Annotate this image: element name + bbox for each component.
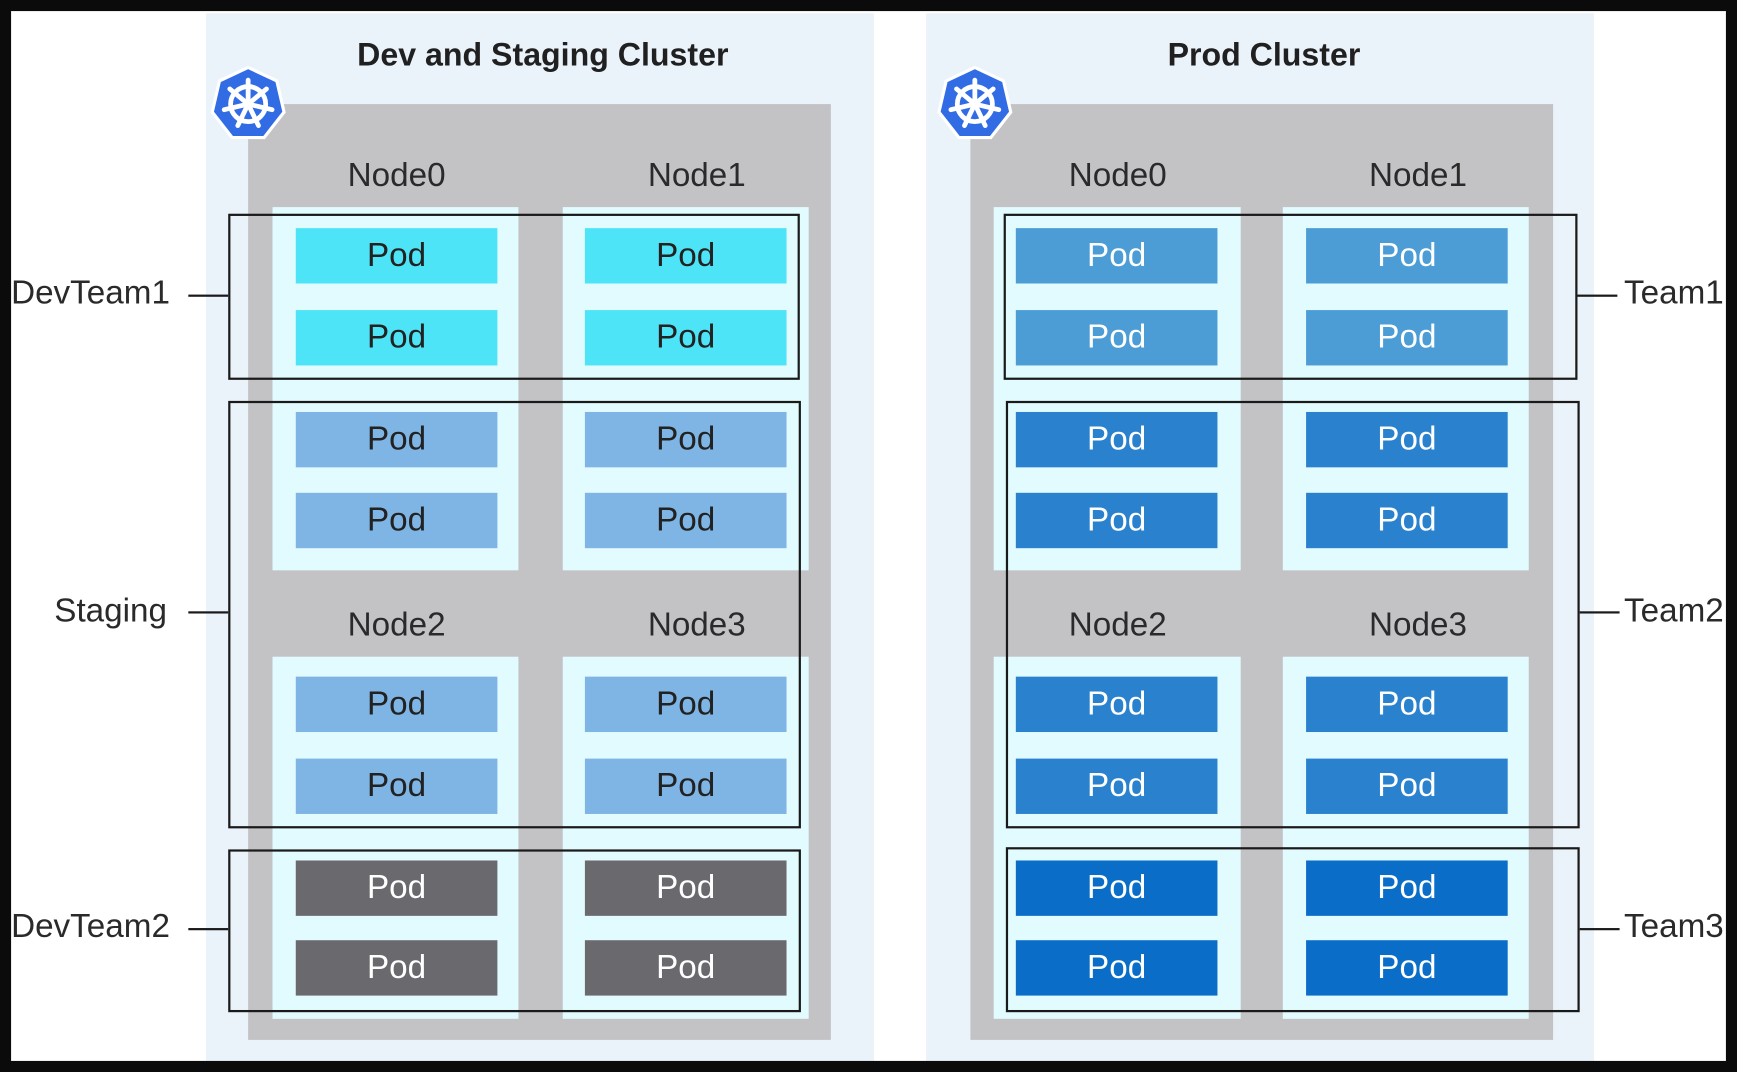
pod: Pod xyxy=(295,676,498,733)
node-label: Node2 xyxy=(347,606,446,644)
pod: Pod xyxy=(584,228,787,284)
pod: Pod xyxy=(1015,676,1218,733)
pod: Pod xyxy=(1015,492,1218,549)
pod: Pod xyxy=(1306,310,1508,366)
pod: Pod xyxy=(1015,411,1218,468)
group-connector xyxy=(1579,611,1620,614)
prod-cluster-title: Prod Cluster xyxy=(1167,37,1361,74)
kubernetes-helm-icon xyxy=(210,65,286,140)
group-label-team1: Team1 xyxy=(1624,274,1724,312)
group-connector xyxy=(1577,294,1618,297)
pod: Pod xyxy=(584,310,787,366)
pod: Pod xyxy=(1306,758,1508,814)
group-connector xyxy=(188,294,229,297)
node-label: Node3 xyxy=(647,606,746,644)
pod: Pod xyxy=(1015,758,1218,814)
pod: Pod xyxy=(584,860,787,916)
pod: Pod xyxy=(1015,860,1218,916)
pod: Pod xyxy=(295,411,498,468)
group-connector xyxy=(188,611,229,614)
node-label: Node0 xyxy=(347,157,446,194)
pod: Pod xyxy=(1306,411,1508,468)
team1-group-box xyxy=(1003,213,1578,380)
pod: Pod xyxy=(584,758,787,814)
pod: Pod xyxy=(1306,228,1508,284)
pod: Pod xyxy=(584,492,787,549)
node-label: Node1 xyxy=(1368,157,1467,194)
group-label-devteam1: DevTeam1 xyxy=(11,274,170,312)
node-label: Node1 xyxy=(647,157,746,194)
pod: Pod xyxy=(1306,860,1508,916)
group-label-staging: Staging xyxy=(54,592,167,630)
node-label: Node3 xyxy=(1368,606,1467,644)
pod: Pod xyxy=(295,492,498,549)
staging-group-box xyxy=(228,400,801,829)
group-label-team3: Team3 xyxy=(1624,908,1724,945)
pod: Pod xyxy=(1306,492,1508,549)
pod: Pod xyxy=(1015,940,1218,996)
pod: Pod xyxy=(1306,940,1508,996)
pod: Pod xyxy=(584,676,787,733)
team2-group-box xyxy=(1005,400,1580,829)
pod: Pod xyxy=(584,411,787,468)
dev-staging-cluster-title: Dev and Staging Cluster xyxy=(357,37,729,74)
node-label: Node0 xyxy=(1068,157,1167,194)
node-label: Node2 xyxy=(1068,606,1167,644)
pod: Pod xyxy=(1306,676,1508,733)
group-label-devteam2: DevTeam2 xyxy=(11,908,170,945)
devteam2-group-box xyxy=(228,849,801,1013)
kubernetes-helm-icon xyxy=(937,65,1013,140)
pod: Pod xyxy=(295,228,498,284)
pod: Pod xyxy=(295,310,498,366)
group-connector xyxy=(1579,928,1620,931)
group-connector xyxy=(188,928,229,931)
pod: Pod xyxy=(295,860,498,916)
team3-group-box xyxy=(1005,847,1580,1013)
pod: Pod xyxy=(1015,310,1218,366)
devteam1-group-box xyxy=(228,213,800,380)
pod: Pod xyxy=(584,940,787,996)
pod: Pod xyxy=(295,940,498,996)
pod: Pod xyxy=(295,758,498,814)
pod: Pod xyxy=(1015,228,1218,284)
group-label-team2: Team2 xyxy=(1624,592,1724,630)
